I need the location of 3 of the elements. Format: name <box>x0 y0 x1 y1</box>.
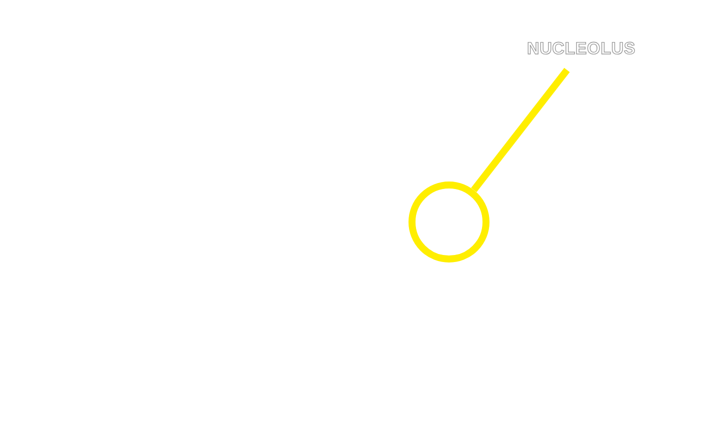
label-text: NUCLEOLUS <box>527 39 636 59</box>
target-circle <box>408 182 490 262</box>
leader-line <box>471 68 570 192</box>
